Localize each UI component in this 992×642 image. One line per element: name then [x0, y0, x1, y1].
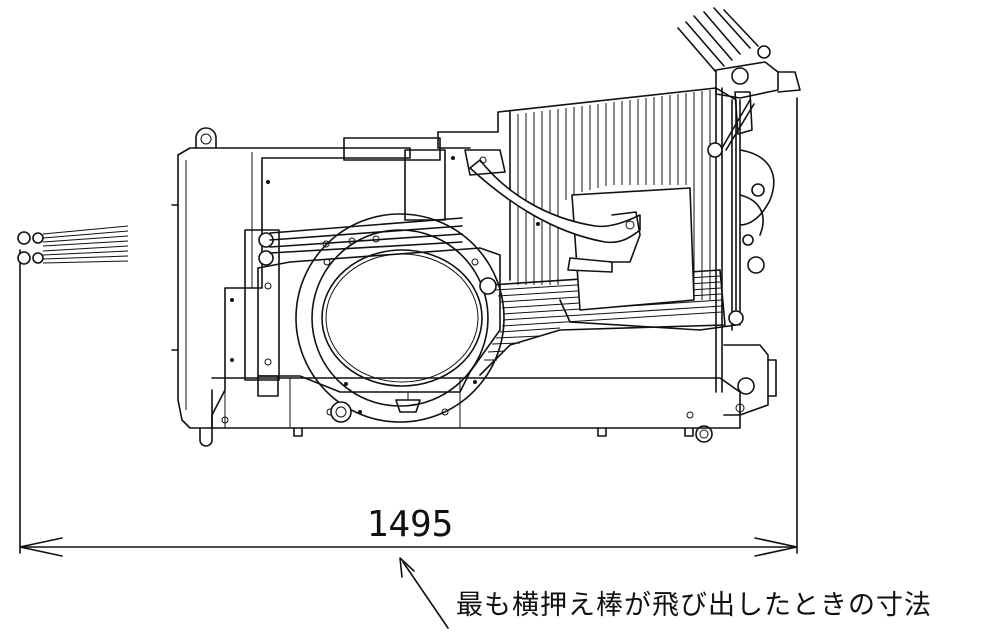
tray-ribs	[517, 90, 711, 300]
right-lifting-eye	[695, 425, 713, 443]
blade-center-window	[321, 249, 483, 387]
top-handle-rods	[677, 7, 801, 158]
rod-knob-lower	[17, 251, 31, 265]
upper-box	[343, 137, 441, 161]
leader-line	[402, 561, 449, 629]
left-lifting-eye	[195, 127, 217, 149]
slicer-body	[171, 7, 801, 447]
pusher-arm[interactable]	[469, 159, 641, 244]
dimension-arrow-left	[19, 537, 63, 557]
carriage-post	[244, 229, 280, 381]
upper-rails	[269, 217, 463, 254]
base	[211, 377, 741, 429]
dimension-value: 1495	[367, 504, 454, 545]
left-foot	[199, 427, 213, 447]
side-push-rods	[17, 225, 129, 265]
top-knob[interactable]	[757, 45, 771, 59]
right-column	[715, 87, 775, 393]
right-knob[interactable]	[747, 256, 765, 274]
feed-knob[interactable]	[395, 399, 421, 413]
dimension-annotation: 1495 最も横押え棒が飛び出したときの寸法	[19, 97, 932, 629]
carriage-plate	[257, 247, 501, 393]
blade	[311, 229, 489, 407]
rod-knob-lower-2	[32, 252, 44, 264]
mid-foot	[293, 427, 303, 437]
right-base-knob[interactable]	[737, 377, 755, 395]
dimension-arrow-right	[754, 537, 798, 557]
base-adjust-knob[interactable]	[330, 401, 352, 423]
dimension-note: 最も横押え棒が飛び出したときの寸法	[456, 590, 932, 621]
pusher-plate	[571, 187, 695, 311]
blade-guard	[295, 213, 505, 423]
rod-knob-upper-2	[32, 232, 44, 244]
rod-knob-upper	[17, 231, 31, 245]
motor-block	[404, 149, 446, 221]
pusher-handle[interactable]	[567, 257, 613, 273]
left-housing	[177, 147, 411, 429]
right-base-end	[723, 344, 769, 416]
leader-arrow	[399, 557, 415, 578]
